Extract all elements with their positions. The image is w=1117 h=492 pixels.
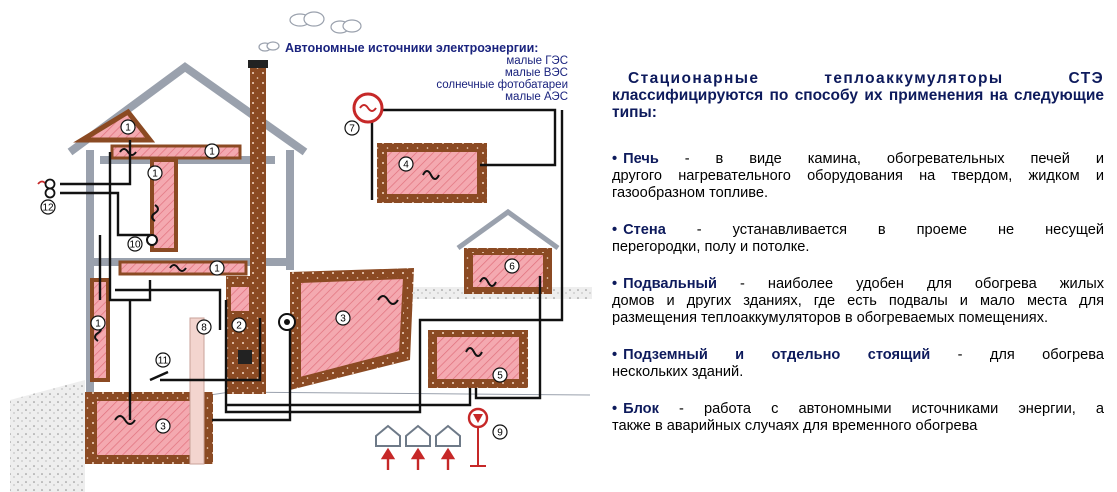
heater-coils bbox=[94, 148, 497, 425]
marker-3: 3 bbox=[155, 418, 171, 434]
marker-label: 2 bbox=[236, 321, 242, 332]
thermostat-10 bbox=[146, 234, 158, 246]
classification-text: Стационарные теплоаккумуляторы СТЭ класс… bbox=[612, 70, 1104, 435]
marker-label: 3 bbox=[160, 422, 166, 433]
type-wall: •Стена - устанавливается в проеме не нес… bbox=[612, 222, 1104, 255]
marker-9: 9 bbox=[492, 424, 508, 440]
type-basement: •Подвальный - наиболее удобен для обогре… bbox=[612, 276, 1104, 326]
marker-label: 1 bbox=[209, 147, 215, 158]
marker-11: 11 bbox=[155, 352, 171, 368]
marker-10: 10 bbox=[127, 236, 143, 252]
source-item-hydro: малые ГЭС bbox=[506, 55, 568, 67]
heading: Стационарные теплоаккумуляторы СТЭ класс… bbox=[612, 70, 1104, 121]
source-item-solar: солнечные фотобатареи bbox=[436, 79, 568, 91]
marker-12: 12 bbox=[40, 199, 56, 215]
marker-8: 8 bbox=[196, 319, 212, 335]
marker-label: 4 bbox=[403, 160, 409, 171]
heat-pipe bbox=[189, 317, 205, 465]
marker-6: 6 bbox=[504, 258, 520, 274]
fan-2 bbox=[278, 313, 296, 331]
marker-label: 5 bbox=[497, 371, 503, 382]
marker-7: 7 bbox=[344, 120, 360, 136]
marker-label: 1 bbox=[125, 123, 131, 134]
marker-3: 3 bbox=[335, 310, 351, 326]
marker-label: 1 bbox=[152, 169, 158, 180]
marker-label: 9 bbox=[497, 428, 503, 439]
marker-label: 8 bbox=[201, 323, 207, 334]
marker-label: 1 bbox=[95, 319, 101, 330]
marker-label: 7 bbox=[349, 124, 355, 135]
source-item-wind: малые ВЭС bbox=[504, 67, 568, 79]
marker-1: 1 bbox=[147, 165, 163, 181]
generator-7 bbox=[352, 92, 384, 124]
marker-2: 2 bbox=[231, 317, 247, 333]
marker-label: 10 bbox=[129, 240, 141, 251]
marker-1: 1 bbox=[120, 119, 136, 135]
smoke-clouds bbox=[258, 11, 362, 52]
outbuilding-roof bbox=[456, 208, 560, 251]
marker-label: 12 bbox=[42, 203, 54, 214]
pump-9 bbox=[467, 407, 489, 467]
switch-11 bbox=[149, 370, 169, 382]
floor-accumulator-1 bbox=[118, 260, 248, 276]
marker-5: 5 bbox=[492, 367, 508, 383]
marker-1: 1 bbox=[204, 143, 220, 159]
type-underground: •Подземный и отдельно стоящий - для обог… bbox=[612, 347, 1104, 380]
wall-accumulator bbox=[150, 158, 178, 252]
marker-label: 6 bbox=[509, 262, 515, 273]
marker-label: 1 bbox=[214, 264, 220, 275]
marker-label: 11 bbox=[158, 356, 169, 367]
source-item-nuclear: малые АЭС bbox=[505, 91, 568, 103]
marker-4: 4 bbox=[398, 156, 414, 172]
chimney bbox=[250, 62, 266, 276]
ground bbox=[10, 380, 85, 492]
sources-title: Автономные источники электроэнергии: bbox=[285, 41, 539, 55]
heat-flow-arrows bbox=[380, 447, 456, 470]
marker-1: 1 bbox=[90, 315, 106, 331]
marker-1: 1 bbox=[209, 260, 225, 276]
power-inputs bbox=[37, 178, 56, 199]
type-block: •Блок - работа с автономными источниками… bbox=[612, 401, 1104, 434]
attic-accumulator bbox=[73, 108, 156, 143]
marker-label: 3 bbox=[340, 314, 346, 325]
wiring bbox=[60, 108, 564, 422]
type-stove: •Печь - в виде камина, обогревательных п… bbox=[612, 151, 1104, 201]
consumer-houses bbox=[375, 424, 461, 447]
